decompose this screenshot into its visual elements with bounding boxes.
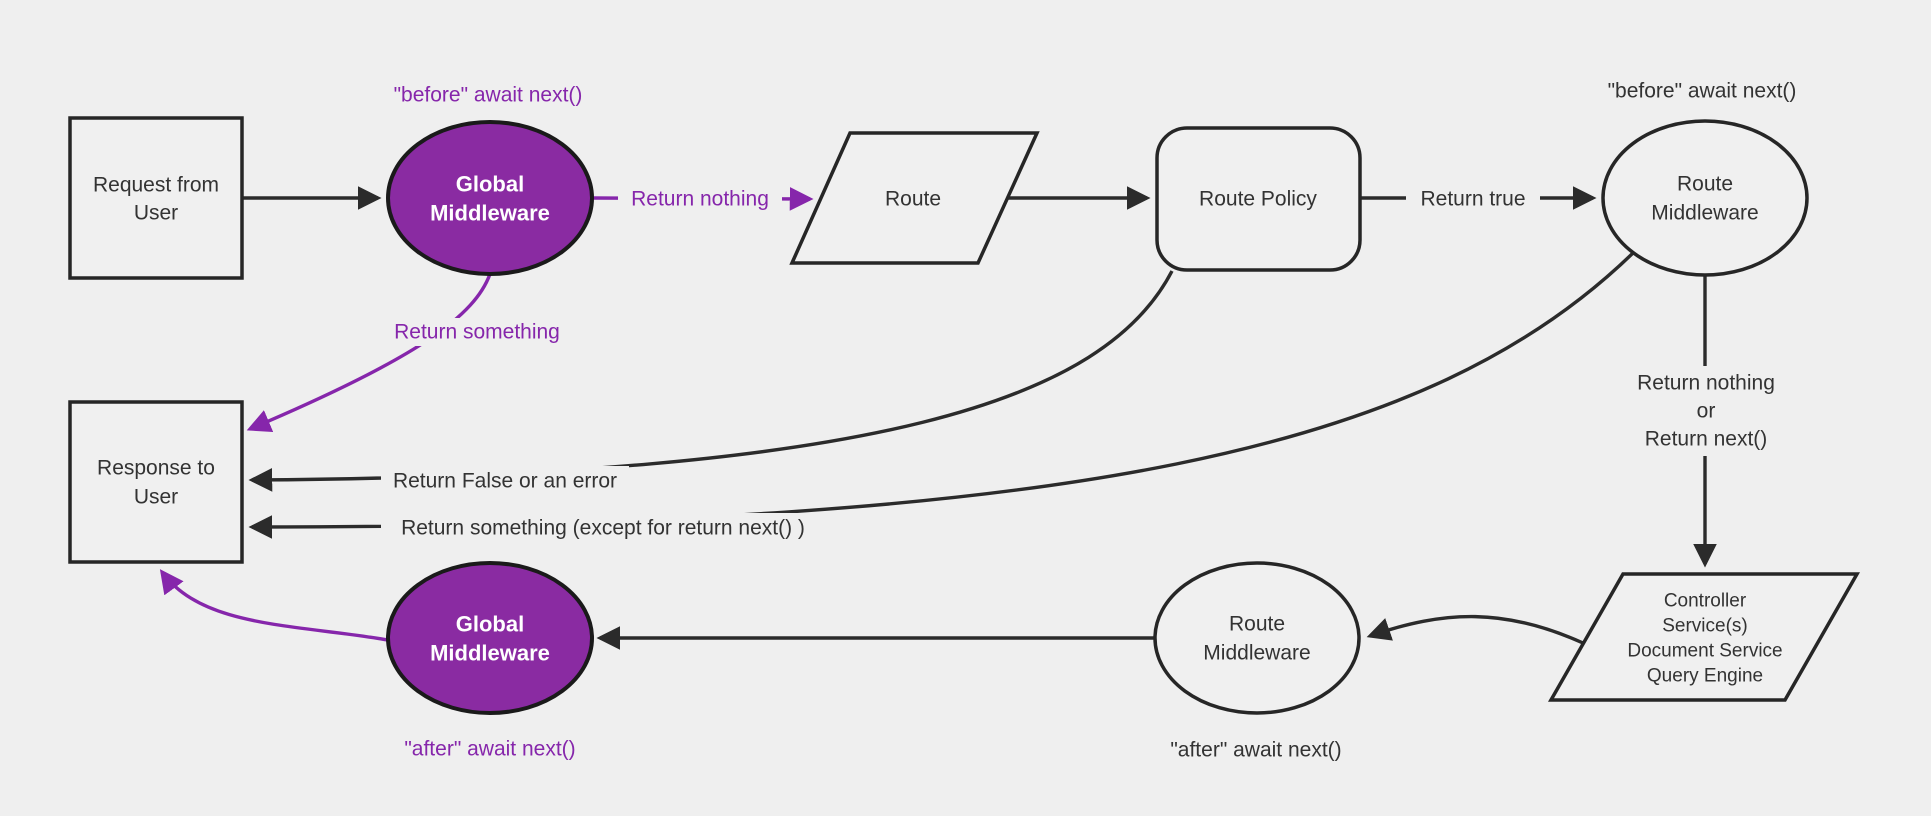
edge-label-return-nothing-line2: or	[1697, 400, 1716, 423]
label-bg-return-false	[381, 466, 629, 495]
controller-label-line3: Document Service	[1627, 641, 1782, 662]
node-controller-services: Controller Service(s) Document Service Q…	[1547, 572, 1861, 702]
edge-label-return-something-purple: Return something	[394, 321, 560, 344]
request-from-user-label-line2: User	[134, 202, 178, 225]
edge-label-return-nothing-purple: Return nothing	[631, 188, 769, 211]
label-bg-return-nothing	[618, 185, 782, 212]
edge-label-before-await-next-route: "before" await next()	[1608, 80, 1797, 103]
route-middleware-after-label-line1: Route	[1229, 613, 1285, 636]
route-policy-box	[1155, 126, 1362, 272]
response-to-user-label-line1: Response to	[97, 457, 215, 480]
controller-label-line1: Controller	[1664, 591, 1747, 612]
label-bg-return-something-except	[381, 513, 825, 542]
route-label: Route	[885, 188, 941, 211]
route-middleware-before-label-line2: Middleware	[1651, 202, 1758, 225]
request-from-user-box	[68, 116, 244, 280]
node-response-to-user: Response to User	[68, 400, 244, 564]
edge-controller-to-route-middleware-after	[1366, 614, 1584, 645]
route-parallelogram	[789, 131, 1040, 265]
edge-label-return-nothing-or-next: Return nothing or Return next()	[1637, 372, 1775, 451]
node-global-middleware-after: Global Middleware	[386, 561, 594, 715]
edge-label-return-true: Return true	[1420, 188, 1525, 211]
node-route: Route	[789, 131, 1040, 265]
label-bg-return-nothing-or	[1616, 366, 1796, 456]
global-middleware-before-label-line1: Global	[456, 172, 524, 197]
node-route-middleware-after: Route Middleware	[1153, 561, 1361, 715]
edge-label-before-await-next-global: "before" await next()	[394, 84, 583, 107]
edge-label-return-nothing-line1: Return nothing	[1637, 372, 1775, 395]
edge-global-middleware-after-to-response	[159, 569, 389, 642]
global-middleware-after-label-line1: Global	[456, 612, 524, 637]
global-middleware-before-ellipse	[386, 120, 594, 276]
label-bg-return-something	[383, 318, 571, 346]
route-middleware-before-label-line1: Route	[1677, 173, 1733, 196]
request-from-user-label-line1: Request from	[93, 174, 219, 197]
edge-label-after-await-next-global: "after" await next()	[404, 738, 575, 761]
edge-label-return-something-except: Return something (except for return next…	[401, 517, 805, 540]
edge-global-middleware-return-something-to-response	[246, 273, 492, 433]
route-middleware-after-label-line2: Middleware	[1203, 642, 1310, 665]
global-middleware-before-label-line2: Middleware	[430, 201, 550, 226]
edge-route-policy-return-false-to-response	[248, 270, 1174, 492]
route-policy-label: Route Policy	[1199, 188, 1317, 211]
controller-services-parallelogram	[1547, 572, 1861, 702]
controller-label-line4: Query Engine	[1647, 666, 1763, 687]
route-middleware-after-ellipse	[1153, 561, 1361, 715]
node-route-middleware-before: Route Middleware	[1601, 119, 1809, 277]
node-route-policy: Route Policy	[1155, 126, 1362, 272]
controller-label-line2: Service(s)	[1662, 616, 1748, 637]
response-to-user-label-line2: User	[134, 486, 178, 509]
node-request-from-user: Request from User	[68, 116, 244, 280]
global-middleware-after-label-line2: Middleware	[430, 641, 550, 666]
global-middleware-after-ellipse	[386, 561, 594, 715]
route-middleware-before-ellipse	[1601, 119, 1809, 277]
response-to-user-box	[68, 400, 244, 564]
edge-label-return-nothing-line3: Return next()	[1645, 428, 1768, 451]
edge-label-after-await-next-route: "after" await next()	[1170, 739, 1341, 762]
edge-label-return-false-error: Return False or an error	[393, 470, 617, 493]
label-bg-return-true	[1406, 185, 1540, 212]
node-global-middleware-before: Global Middleware	[386, 120, 594, 276]
